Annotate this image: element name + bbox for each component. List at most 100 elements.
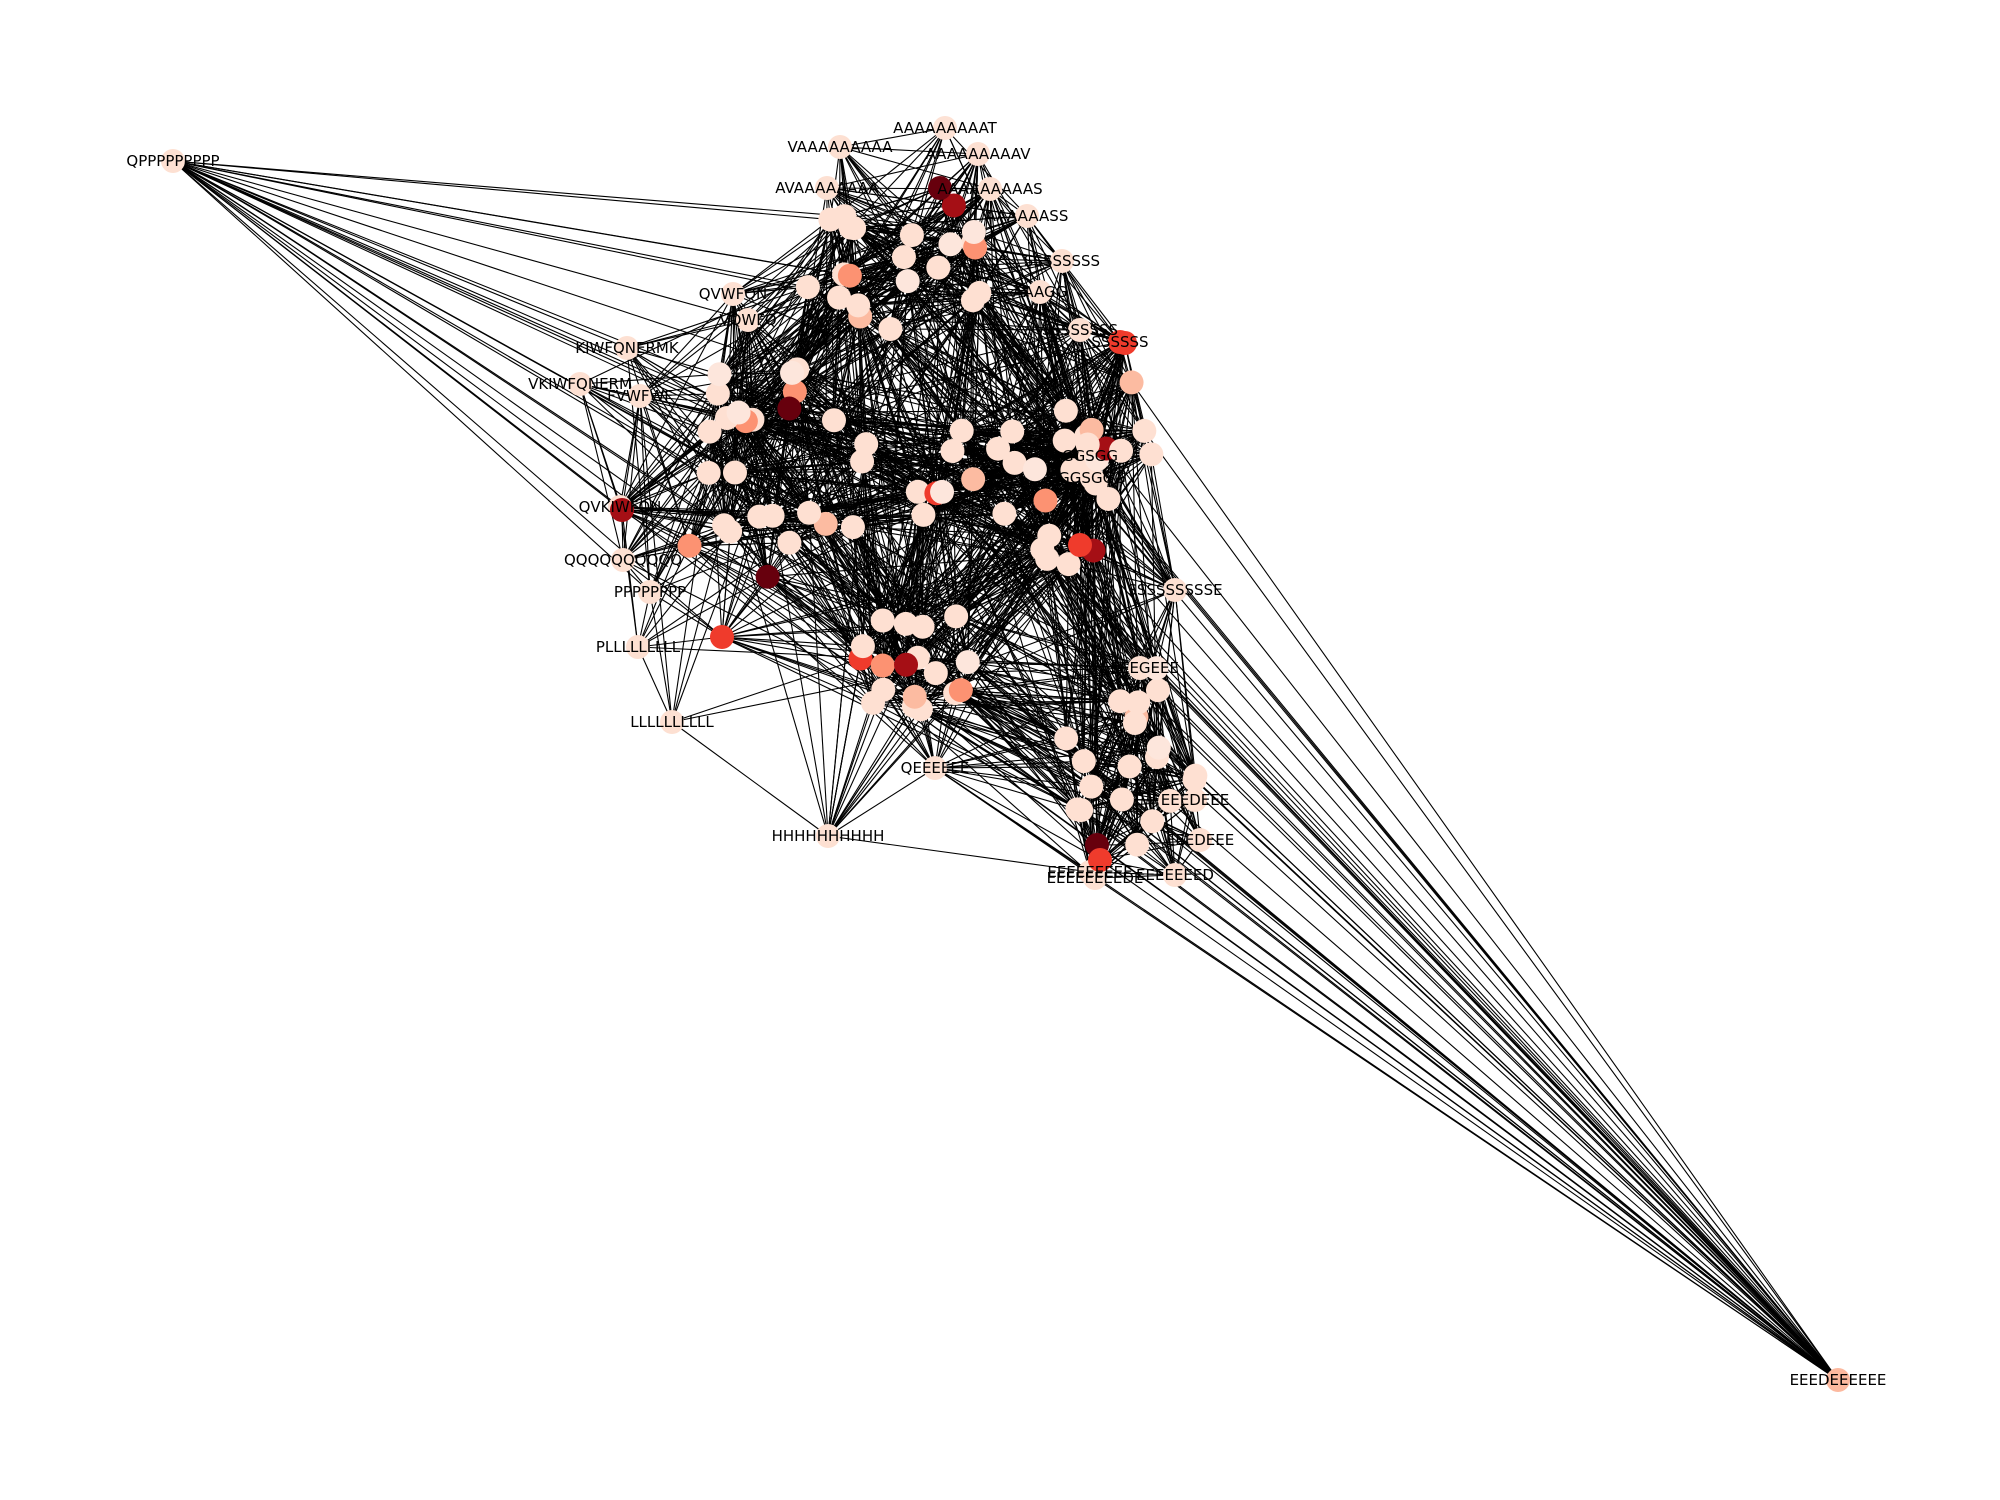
graph-edge bbox=[1079, 544, 1157, 669]
graph-node bbox=[1000, 419, 1025, 444]
graph-edge bbox=[949, 244, 963, 431]
graph-edge bbox=[637, 545, 691, 648]
graph-edge bbox=[172, 160, 749, 321]
graph-edge bbox=[1099, 859, 1176, 876]
graph-edge bbox=[833, 316, 861, 421]
graph-edge bbox=[789, 408, 863, 462]
graph-node bbox=[986, 436, 1011, 461]
graph-edge bbox=[850, 127, 946, 229]
graph-edge bbox=[1034, 469, 1070, 565]
graph-node bbox=[815, 176, 839, 200]
graph-node bbox=[610, 498, 634, 522]
graph-edge bbox=[961, 430, 1839, 1381]
graph-node bbox=[1139, 442, 1164, 467]
graph-edge bbox=[791, 372, 919, 493]
graph-node bbox=[955, 650, 980, 675]
graph-node bbox=[938, 232, 963, 257]
graph-node bbox=[1030, 537, 1055, 562]
graph-edge bbox=[1068, 564, 1085, 762]
node-label: AVAAAAAAAA bbox=[775, 179, 879, 197]
graph-edge bbox=[1134, 722, 1839, 1381]
graph-edge bbox=[1095, 483, 1839, 1381]
graph-edge bbox=[1092, 382, 1133, 551]
graph-edge bbox=[1155, 589, 1176, 669]
graph-node bbox=[660, 710, 684, 734]
graph-edge bbox=[1003, 513, 1121, 702]
graph-edge bbox=[1092, 550, 1101, 861]
graph-edge bbox=[955, 616, 1839, 1381]
graph-edge bbox=[954, 692, 1078, 810]
graph-edge bbox=[719, 304, 859, 375]
graph-edge bbox=[907, 280, 1132, 383]
graph-edge bbox=[1026, 215, 1126, 344]
graph-edge bbox=[1151, 820, 1839, 1381]
node-label: EEEDEEEEEE bbox=[1790, 1371, 1887, 1389]
graph-node bbox=[1002, 450, 1027, 475]
graph-edge bbox=[939, 187, 999, 449]
graph-edge bbox=[922, 491, 943, 627]
graph-edge bbox=[861, 461, 884, 621]
graph-edge bbox=[721, 550, 1094, 638]
graph-edge bbox=[1150, 454, 1158, 758]
node-label: AAAAAAAAAS bbox=[937, 180, 1042, 198]
graph-edge bbox=[721, 636, 863, 647]
graph-node bbox=[1083, 866, 1107, 890]
graph-edge bbox=[1094, 874, 1176, 879]
graph-edge bbox=[579, 383, 623, 511]
graph-edge bbox=[955, 616, 962, 691]
graph-node bbox=[827, 285, 852, 310]
graph-node bbox=[1132, 418, 1157, 443]
graph-node bbox=[1119, 370, 1144, 395]
node-label: QVWFQN bbox=[699, 285, 768, 303]
graph-node bbox=[1108, 689, 1133, 714]
graph-node bbox=[961, 467, 986, 492]
graph-edge bbox=[905, 563, 1069, 666]
graph-node bbox=[870, 608, 895, 633]
graph-node bbox=[850, 449, 875, 474]
graph-edge bbox=[1119, 701, 1123, 800]
graph-edge bbox=[579, 373, 720, 385]
graph-nodes bbox=[161, 116, 1850, 1392]
graph-edge bbox=[960, 689, 1839, 1381]
graph-node bbox=[611, 548, 635, 572]
graph-edge bbox=[839, 146, 939, 268]
graph-node bbox=[992, 501, 1017, 526]
graph-edge bbox=[689, 545, 861, 659]
node-label: PPPPPPPP bbox=[614, 583, 686, 601]
graph-node bbox=[1068, 318, 1092, 342]
graph-node bbox=[899, 223, 924, 248]
node-label: QEEEEEE bbox=[901, 759, 970, 777]
node-label: PLLLLLLLLL bbox=[596, 638, 681, 656]
graph-node bbox=[1158, 788, 1183, 813]
graph-edge bbox=[637, 646, 673, 723]
graph-edge bbox=[671, 721, 829, 837]
node-label: QVKIWFQN bbox=[579, 498, 662, 516]
graph-edge bbox=[791, 372, 962, 432]
graph-node bbox=[828, 135, 852, 159]
graph-node bbox=[905, 479, 930, 504]
graph-edge bbox=[1105, 448, 1839, 1381]
graph-edge bbox=[849, 127, 946, 276]
graph-edge bbox=[788, 256, 905, 409]
graph-edge bbox=[172, 160, 884, 691]
graph-edge bbox=[626, 347, 720, 375]
graph-edge bbox=[767, 576, 916, 698]
graph-node bbox=[840, 515, 865, 540]
graph-edge bbox=[1066, 737, 1158, 758]
graph-edge bbox=[1150, 454, 1176, 591]
graph-node bbox=[842, 216, 867, 241]
graph-edge bbox=[807, 267, 939, 288]
node-label: AAAAAAAAAT bbox=[893, 119, 998, 137]
graph-node bbox=[1163, 578, 1187, 602]
graph-edge bbox=[172, 160, 728, 419]
graph-node bbox=[926, 255, 951, 280]
graph-node bbox=[930, 479, 955, 504]
graph-edge bbox=[827, 696, 916, 837]
graph-edge bbox=[759, 450, 953, 518]
graph-edge bbox=[853, 187, 941, 229]
graph-edge bbox=[826, 153, 979, 189]
graph-edge bbox=[839, 146, 979, 155]
graph-node bbox=[707, 362, 732, 387]
graph-node bbox=[677, 533, 702, 558]
